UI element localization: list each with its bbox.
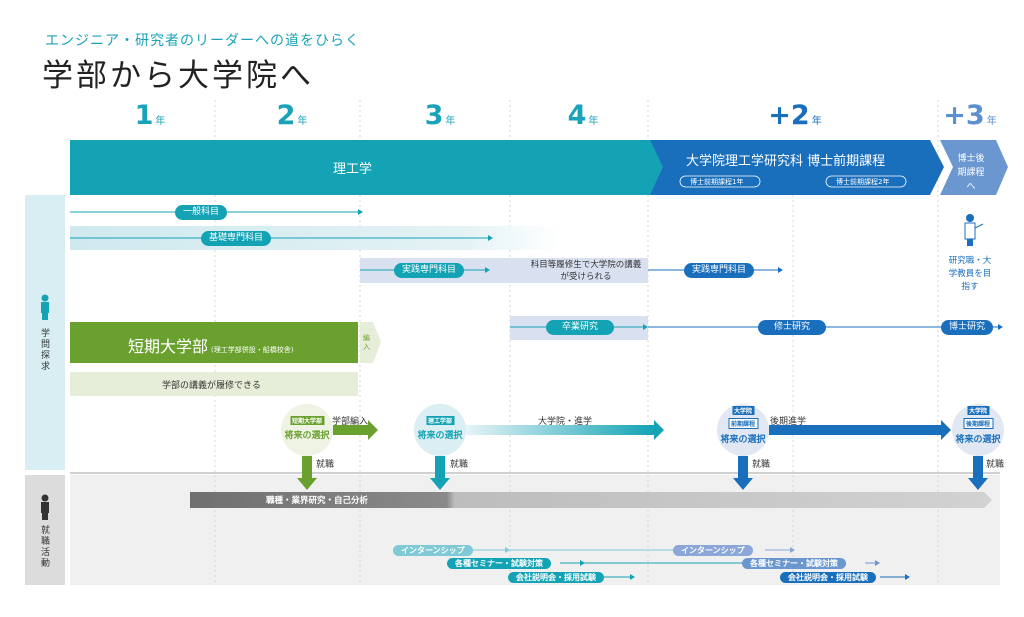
- transfer-label: 編入: [363, 334, 370, 351]
- seminar-1: 各種セミナー・試験対策: [447, 558, 551, 569]
- junior-courses-note: 学部の講義が履修できる: [162, 381, 261, 391]
- choice-junior: 短期大学部将来の選択: [284, 416, 330, 441]
- general-courses: 一般科目: [174, 205, 228, 220]
- master-research: 修士研究: [757, 320, 827, 335]
- graduation-research: 卒業研究: [545, 320, 615, 335]
- doctor-research: 博士研究: [940, 320, 994, 335]
- master-year1: 博士前期課程1年: [690, 178, 744, 186]
- page-title: 学部から大学院へ: [42, 58, 314, 94]
- subtitle: エンジニア・研究者のリーダーへの道をひらく: [45, 33, 360, 49]
- career-section-label: 就職活動: [39, 525, 49, 569]
- student-icon: [41, 294, 49, 320]
- choice-undergrad: 理工学部将来の選択: [417, 416, 463, 441]
- choice-master: 大学院前期課程将来の選択: [720, 406, 766, 445]
- study-panel: [25, 195, 65, 470]
- transfer-next: 学部編入: [332, 417, 369, 427]
- practical-courses-grad: 実践専門科目: [683, 263, 755, 278]
- doctor-banner: [940, 140, 1008, 195]
- job-2: 就職: [450, 460, 469, 470]
- researcher-icon: [964, 214, 984, 246]
- master-year2: 博士前期課程2年: [836, 178, 890, 186]
- job-4: 就職: [986, 460, 1005, 470]
- researcher-goal: 研究職・大学教員を目指す: [948, 256, 992, 292]
- undergrad-banner: [70, 140, 665, 195]
- choice-doctor: 大学院後期課程将来の選択: [955, 406, 1001, 445]
- study-section-label: 学問探求: [39, 328, 49, 372]
- master-banner: [650, 140, 944, 195]
- worker-icon: [41, 494, 49, 520]
- career-panel: [25, 475, 65, 585]
- internship-1: インターンシップ: [393, 545, 473, 556]
- basic-courses: 基礎専門科目: [200, 231, 272, 246]
- junior-college-label: 短期大学部(理工学部併設・船橋校舎): [128, 337, 294, 356]
- seminar-2: 各種セミナー・試験対策: [742, 558, 846, 569]
- undergrad-label: 理工学: [333, 162, 373, 177]
- master-label: 大学院理工学研究科 博士前期課程: [686, 154, 886, 169]
- career-analysis: 職種・業界研究・自己分析: [266, 496, 369, 506]
- auditing-note: 科目等履修生で大学院の講義が受けられる: [530, 260, 642, 282]
- grad-school-next: 大学院・進学: [538, 417, 593, 427]
- practical-courses: 実践専門科目: [393, 263, 465, 278]
- doctor-label: 博士後期課程へ: [957, 154, 985, 192]
- junior-college-block: [70, 322, 358, 363]
- recruit-1: 会社説明会・採用試験: [508, 572, 604, 583]
- job-3: 就職: [752, 460, 771, 470]
- doctor-next: 後期進学: [770, 417, 807, 427]
- recruit-2: 会社説明会・採用試験: [780, 572, 876, 583]
- internship-2: インターンシップ: [673, 545, 753, 556]
- job-1: 就職: [316, 460, 335, 470]
